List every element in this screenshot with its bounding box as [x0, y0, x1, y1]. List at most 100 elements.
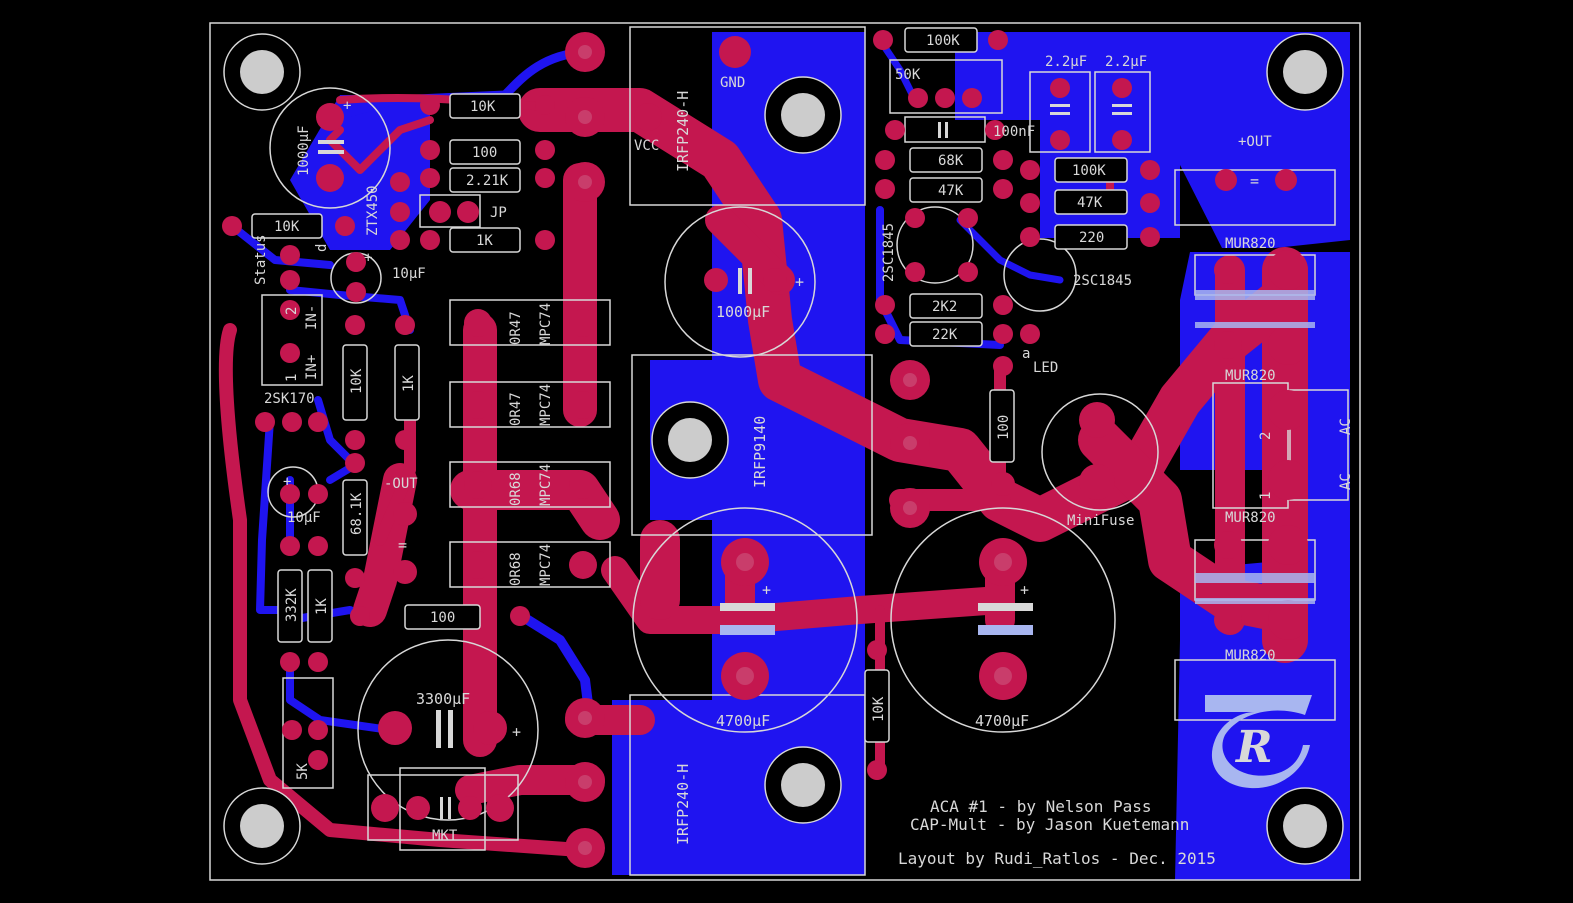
ztx450-label: ZTX450 [365, 185, 381, 236]
d1-label: MUR820 [1225, 236, 1276, 252]
2sc1845-b-label: 2SC1845 [1073, 273, 1132, 289]
pr-4-type: MPC74 [538, 544, 554, 586]
diode-labels: MUR820 MUR820 MUR820 MUR820 [1225, 236, 1276, 664]
r-1k-v-label: 1K [401, 375, 417, 392]
r-10k-left-label: 10K [274, 219, 300, 235]
ac-pin-1: 1 [1258, 492, 1274, 500]
plus-out-label: +OUT [1238, 134, 1272, 150]
r-2k2-label: 2K2 [932, 299, 957, 315]
power-resistor-labels: 0R47 MPC74 0R47 MPC74 0R68 MPC74 0R68 MP… [508, 303, 554, 586]
c-1000-left-label: 1000µF [296, 125, 312, 176]
irfp9140-label: IRFP9140 [751, 416, 769, 488]
ac-label-1: AC [1338, 418, 1354, 435]
pr-1-value: 0R47 [508, 311, 524, 345]
mounting-holes [223, 33, 1344, 865]
ac-pin-2: 2 [1258, 432, 1274, 440]
pads [222, 30, 1308, 868]
c-100nf-label: 100nF [993, 124, 1035, 140]
r-100k-b-label: 100K [1072, 163, 1106, 179]
capacitor-labels: 1000µF 10µF 10µF 1000µF 4700µF 4700µF 33… [287, 54, 1147, 844]
credits: ACA #1 - by Nelson Pass CAP-Mult - by Ja… [898, 797, 1216, 868]
r-22k-label: 22K [932, 327, 958, 343]
r-47k-b-label: 47K [1077, 195, 1103, 211]
c-10u-b-label: 10µF [287, 510, 321, 526]
trim-5k-label: 5K [295, 763, 311, 780]
status-d-label: d [314, 244, 330, 252]
c-3300-label: 3300µF [416, 690, 470, 708]
logo-letter: R [1234, 722, 1273, 773]
capacitor-symbols [318, 104, 1132, 819]
irfp240-top-label: IRFP240-H [674, 91, 692, 172]
credit-line-3: Layout by Rudi_Ratlos - Dec. 2015 [898, 849, 1216, 868]
d2-label: MUR820 [1225, 368, 1276, 384]
d3-label: MUR820 [1225, 510, 1276, 526]
d4-label: MUR820 [1225, 648, 1276, 664]
r-68k-label: 68K [938, 153, 964, 169]
r-10k-top-label: 10K [470, 99, 496, 115]
credit-line-2: CAP-Mult - by Jason Kuetemann [910, 815, 1189, 834]
r-47k-a-label: 47K [938, 183, 964, 199]
minifuse-label: MiniFuse [1067, 513, 1134, 529]
in-plus-label: IN+ [304, 355, 320, 380]
c-mkt-label: MKT [432, 828, 458, 844]
c3300-plus: + [512, 723, 521, 741]
led-label: LED [1033, 360, 1058, 376]
2sc1845-a-label: 2SC1845 [881, 223, 897, 282]
r-100-v-label: 100 [996, 415, 1012, 440]
minus-out-label: -OUT [384, 476, 418, 492]
c4700-a-plus: + [762, 581, 771, 599]
2sk170-label: 2SK170 [264, 391, 315, 407]
transistor-labels: IRFP240-H IRFP240-H IRFP9140 ZTX450 2SK1… [264, 91, 1132, 845]
r-1k-top-label: 1K [476, 233, 493, 249]
in-minus-label: IN- [304, 305, 320, 330]
pr-3-type: MPC74 [538, 464, 554, 506]
c-4700-a-label: 4700µF [716, 712, 770, 730]
c-22u-b-label: 2.2µF [1105, 54, 1147, 70]
c1000-mid-plus: + [795, 273, 804, 291]
c-4700-b-label: 4700µF [975, 712, 1029, 730]
irfp240-bottom-label: IRFP240-H [674, 764, 692, 845]
credit-line-1: ACA #1 - by Nelson Pass [930, 797, 1152, 816]
silk-labels: GND VCC +OUT = -OUT = JP MiniFuse LED AC… [253, 75, 1354, 741]
r-681k-label: 68.1K [349, 492, 365, 535]
gnd-label: GND [720, 75, 745, 91]
c4700-b-plus: + [1020, 581, 1029, 599]
r-220-label: 220 [1079, 230, 1104, 246]
pr-4-value: 0R68 [508, 552, 524, 586]
pr-1-type: MPC74 [538, 303, 554, 345]
pr-3-value: 0R68 [508, 472, 524, 506]
resistor-labels: 10K 100 2.21K 1K 10K 100K 68K 47K 100K 4… [274, 33, 1106, 780]
board-outline [209, 22, 1361, 881]
pr-2-value: 0R47 [508, 392, 524, 426]
jp-label: JP [490, 205, 507, 221]
r-10k-v-label: 10K [871, 696, 887, 722]
c1000-left-plus: + [343, 98, 351, 114]
c10u-a-plus: + [364, 250, 372, 266]
rudi-ratlos-logo: R [1205, 695, 1312, 789]
pad-drills [578, 45, 1012, 855]
r-100k-top-label: 100K [926, 33, 960, 49]
r-100-bottom-label: 100 [430, 610, 455, 626]
c10u-b-plus: + [283, 474, 291, 490]
c-22u-a-label: 2.2µF [1045, 54, 1087, 70]
c-1000-mid-label: 1000µF [716, 303, 770, 321]
plus-out-equals: = [1250, 172, 1259, 190]
r-1k-b-label: 1K [314, 598, 330, 615]
led-a-label: a [1022, 346, 1030, 362]
minus-out-equals: = [398, 536, 407, 554]
silkscreen-outlines [261, 26, 1349, 876]
r-100-top-label: 100 [472, 145, 497, 161]
resistor-bodies [251, 27, 1128, 743]
diode-stripes [1195, 290, 1315, 604]
in-pin-1: 1 [284, 374, 300, 382]
r-10k-mid-label: 10K [349, 368, 365, 394]
r-332k-label: 332K [284, 588, 300, 622]
trim-50k-label: 50K [895, 67, 921, 83]
status-label: Status [253, 234, 269, 285]
c-10u-a-label: 10µF [392, 266, 426, 282]
vcc-label: VCC [634, 138, 659, 154]
in-pin-2: 2 [284, 307, 300, 315]
r-221k-label: 2.21K [466, 173, 509, 189]
pr-2-type: MPC74 [538, 384, 554, 426]
